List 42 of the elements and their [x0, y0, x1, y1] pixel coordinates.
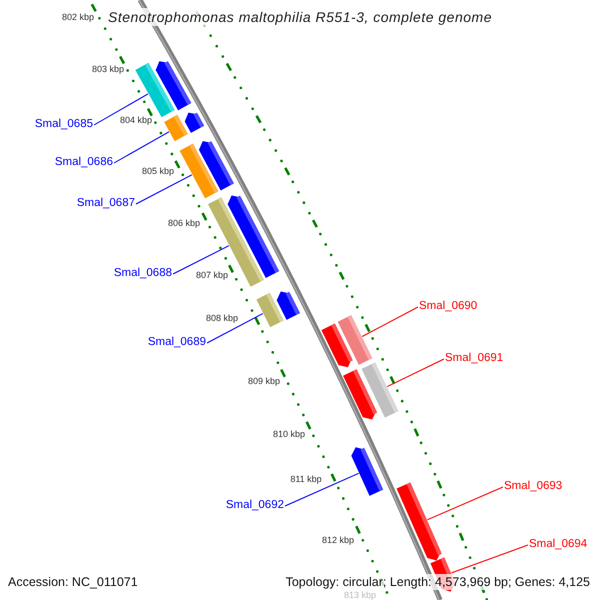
position-label: 804 kbp: [120, 115, 152, 125]
gene-label: Smal_0687: [76, 196, 135, 210]
accession-text: Accession: NC_011071: [8, 574, 138, 590]
position-label: 812 kbp: [322, 535, 354, 545]
leader-line: [206, 313, 264, 344]
gene-block: [184, 112, 204, 133]
gene-label: Smal_0689: [148, 335, 206, 349]
gene-label: Smal_0688: [114, 266, 172, 280]
leader-line: [114, 131, 170, 164]
leader-line: [284, 472, 360, 506]
gene-label: Smal_0694: [529, 537, 588, 551]
leader-line: [450, 544, 528, 574]
leader-line: [386, 358, 444, 388]
position-label: 805 kbp: [142, 166, 174, 176]
position-label: 811 kbp: [290, 474, 322, 484]
genome-summary-text: Topology: circular; Length: 4,573,969 bp; Genes: 4,125: [284, 574, 592, 590]
gene-label: Smal_0685: [34, 117, 93, 131]
gene-label: Smal_0692: [226, 498, 284, 512]
position-label: 806 kbp: [168, 218, 200, 228]
position-label: 808 kbp: [206, 313, 238, 323]
gene-block: [343, 369, 378, 420]
position-label: 803 kbp: [92, 64, 124, 74]
position-label: 807 kbp: [196, 270, 228, 280]
gene-bar: [256, 292, 284, 328]
leader-line: [94, 93, 148, 126]
leader-line: [362, 306, 418, 337]
gene-label: Smal_0693: [504, 479, 562, 493]
gene-block: [276, 291, 300, 320]
gene-bar: [164, 114, 188, 142]
leader-line: [172, 245, 230, 274]
gene-block: [321, 324, 353, 368]
position-label: 813 kbp: [344, 590, 376, 600]
position-label: 810 kbp: [272, 429, 306, 439]
leader-line: [136, 174, 192, 204]
leader-line: [426, 486, 504, 520]
position-label: 802 kbp: [62, 12, 94, 22]
gene-label: Smal_0690: [419, 299, 478, 313]
gene-label: Smal_0691: [445, 351, 504, 365]
gene-block: [396, 482, 442, 561]
gene-block: [351, 447, 384, 496]
position-label: 809 kbp: [248, 376, 280, 386]
gene-label: Smal_0686: [54, 155, 113, 169]
